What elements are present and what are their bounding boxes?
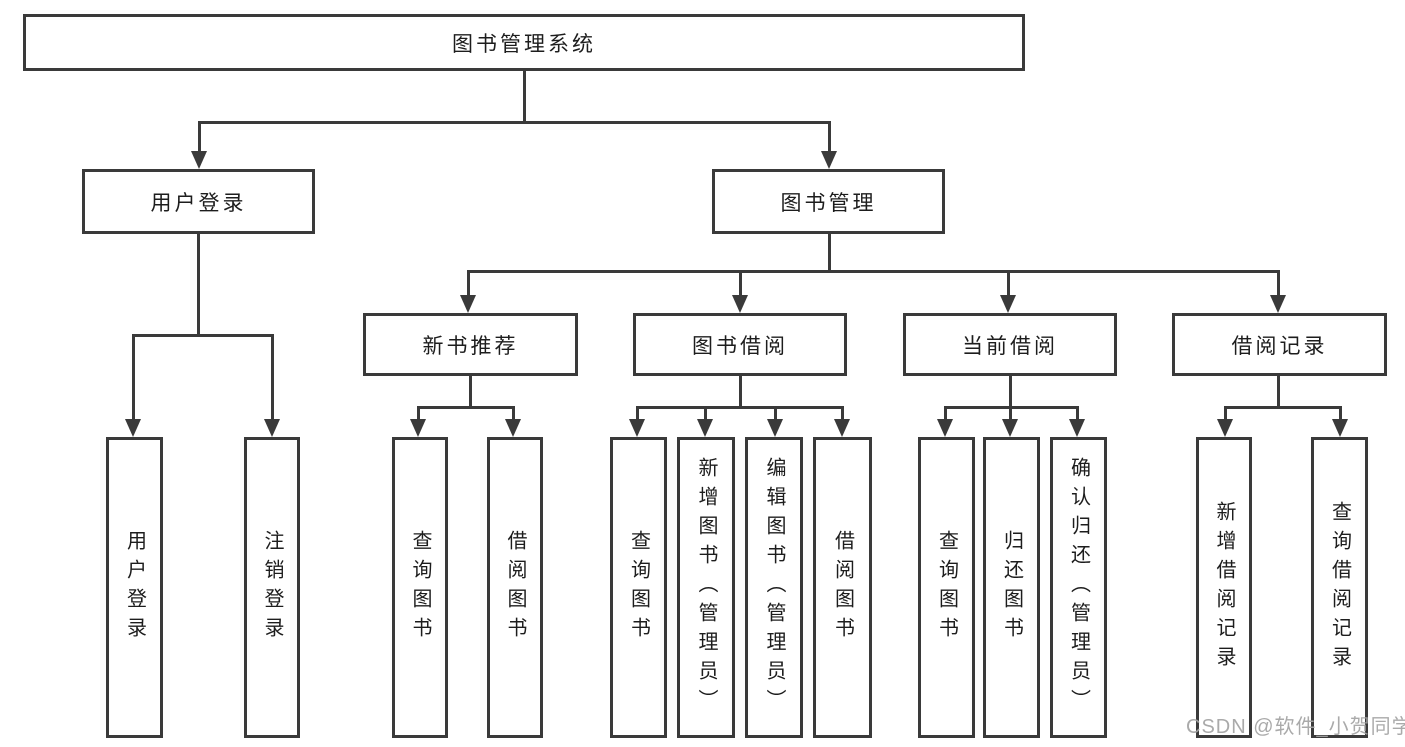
arrow-down-icon: [937, 419, 953, 437]
node-label: 图书管理系统: [452, 32, 596, 56]
connector-line-vertical: [704, 406, 707, 420]
arrow-down-icon: [191, 151, 207, 169]
connector-line-vertical: [512, 406, 515, 420]
node-current-borrowing: 当前借阅: [903, 313, 1117, 376]
arrow-down-icon: [410, 419, 426, 437]
node-new-book-recommend: 新书推荐: [363, 313, 578, 376]
leaf-label: 查询图书: [409, 529, 431, 646]
arrow-down-icon: [505, 419, 521, 437]
arrow-down-icon: [697, 419, 713, 437]
connector-line-horizontal: [1224, 406, 1342, 409]
connector-line-vertical: [1076, 406, 1079, 420]
leaf-label: 查询图书: [627, 529, 650, 646]
node-label: 用户登录: [150, 191, 247, 215]
connector-line-vertical: [636, 406, 639, 420]
leaf-borrow-books: 借阅图书: [813, 437, 872, 738]
connector-line-vertical: [828, 121, 831, 152]
connector-line-vertical: [1339, 406, 1342, 420]
leaf-add-book-admin: 新增图书（管理员）: [677, 437, 735, 738]
leaf-query-books-current: 查询图书: [918, 437, 975, 738]
connector-line-vertical: [197, 233, 200, 336]
connector-line-vertical: [774, 406, 777, 420]
connector-line-vertical: [739, 270, 742, 296]
leaf-add-borrow-record: 新增借阅记录: [1196, 437, 1252, 738]
leaf-label: 新增图书（管理员）: [695, 457, 717, 718]
connector-line-vertical: [739, 376, 742, 409]
leaf-label: 新增借阅记录: [1213, 500, 1235, 675]
connector-line-vertical: [1009, 376, 1012, 409]
leaf-borrow-books-recommend: 借阅图书: [487, 437, 543, 738]
connector-line-horizontal: [636, 406, 844, 409]
leaf-logout: 注销登录: [244, 437, 300, 738]
connector-line-vertical: [1277, 270, 1280, 296]
arrow-down-icon: [732, 295, 748, 313]
arrow-down-icon: [1000, 295, 1016, 313]
connector-line-vertical: [1007, 270, 1010, 296]
leaf-query-books-borrow: 查询图书: [610, 437, 667, 738]
connector-line-vertical: [271, 334, 274, 420]
connector-line-vertical: [944, 406, 947, 420]
connector-line-horizontal: [417, 406, 515, 409]
node-label: 借阅记录: [1231, 334, 1328, 358]
node-label: 新书推荐: [422, 334, 519, 358]
leaf-label: 归还图书: [1000, 529, 1023, 646]
leaf-label: 查询借阅记录: [1328, 500, 1351, 675]
arrow-down-icon: [1217, 419, 1233, 437]
leaf-confirm-return-admin: 确认归还（管理员）: [1050, 437, 1107, 738]
node-label: 图书借阅: [692, 334, 788, 358]
connector-line-horizontal: [467, 270, 1280, 273]
node-book-borrowing: 图书借阅: [633, 313, 847, 376]
arrow-down-icon: [1069, 419, 1085, 437]
connector-line-vertical: [132, 334, 135, 420]
connector-line-horizontal: [198, 121, 831, 124]
arrow-down-icon: [834, 419, 850, 437]
watermark: CSDN @软件_小贺同学: [1186, 716, 1405, 738]
connector-line-vertical: [469, 376, 472, 409]
arrow-down-icon: [264, 419, 280, 437]
connector-line-horizontal: [132, 334, 274, 337]
arrow-down-icon: [1270, 295, 1286, 313]
leaf-label: 用户登录: [123, 529, 146, 646]
leaf-label: 借阅图书: [831, 529, 854, 646]
connector-line-vertical: [198, 121, 201, 152]
node-label: 当前借阅: [962, 334, 1058, 358]
node-user-login: 用户登录: [82, 169, 315, 234]
leaf-label: 借阅图书: [504, 529, 526, 646]
node-library-system: 图书管理系统: [23, 14, 1025, 71]
leaf-label: 注销登录: [261, 529, 283, 646]
arrow-down-icon: [1002, 419, 1018, 437]
connector-line-vertical: [841, 406, 844, 420]
node-borrow-records: 借阅记录: [1172, 313, 1387, 376]
connector-line-vertical: [1009, 406, 1012, 420]
arrow-down-icon: [1332, 419, 1348, 437]
node-book-management: 图书管理: [712, 169, 945, 234]
connector-line-vertical: [1224, 406, 1227, 420]
leaf-label: 确认归还（管理员）: [1067, 457, 1090, 718]
connector-line-vertical: [1277, 376, 1280, 409]
connector-line-vertical: [417, 406, 420, 420]
arrow-down-icon: [629, 419, 645, 437]
arrow-down-icon: [821, 151, 837, 169]
arrow-down-icon: [125, 419, 141, 437]
leaf-label: 编辑图书（管理员）: [763, 457, 785, 718]
connector-line-vertical: [828, 233, 831, 272]
leaf-query-books-recommend: 查询图书: [392, 437, 448, 738]
leaf-return-book: 归还图书: [983, 437, 1040, 738]
node-label: 图书管理: [780, 191, 877, 215]
leaf-user-login: 用户登录: [106, 437, 163, 738]
leaf-edit-book-admin: 编辑图书（管理员）: [745, 437, 803, 738]
leaf-label: 查询图书: [935, 529, 958, 646]
arrow-down-icon: [460, 295, 476, 313]
connector-line-vertical: [523, 70, 526, 124]
connector-line-vertical: [467, 270, 470, 296]
leaf-query-borrow-record: 查询借阅记录: [1311, 437, 1368, 738]
arrow-down-icon: [767, 419, 783, 437]
